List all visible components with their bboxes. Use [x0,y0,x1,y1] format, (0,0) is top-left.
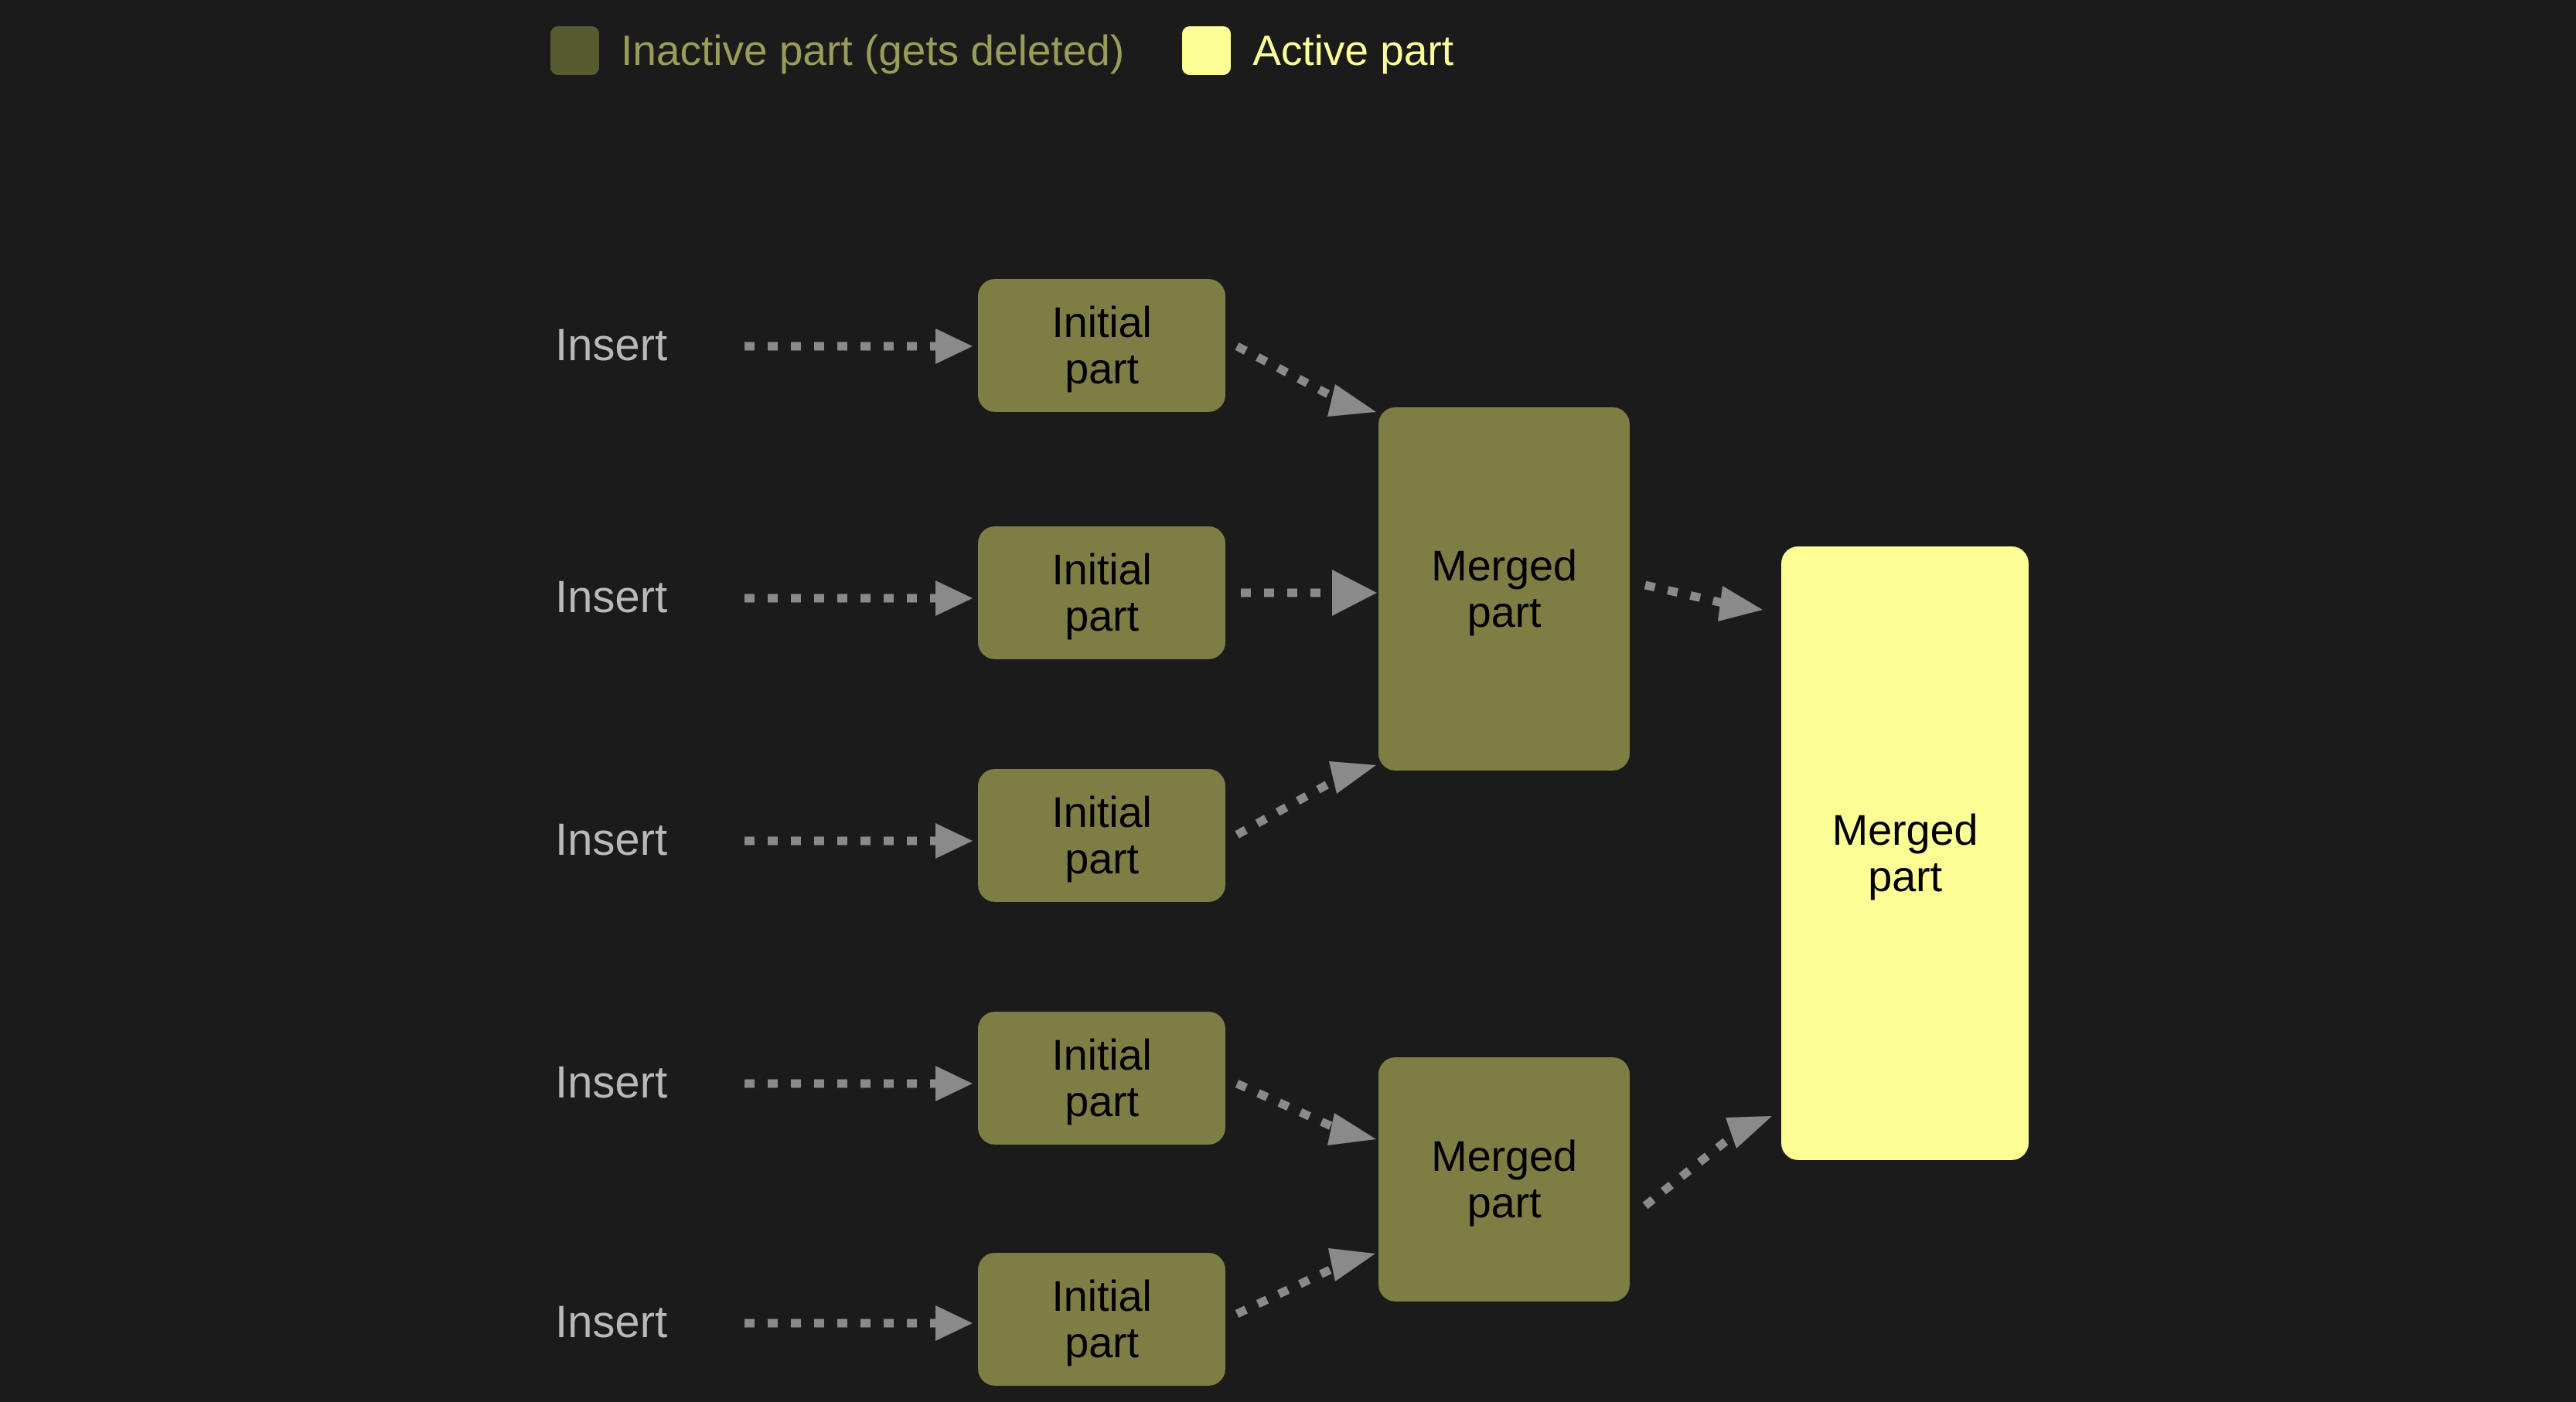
initial-part-line2-5: part [1065,1318,1139,1366]
initial-part-node-3[interactable]: Initial part [978,769,1225,902]
initial-part-line1-4: Initial [1051,1029,1152,1079]
final-merged-part-line1: Merged [1831,805,1978,854]
initial-part-line1-5: Initial [1051,1271,1152,1320]
initial-part-line2-4: part [1065,1077,1139,1125]
legend-label-active: Active part [1252,26,1454,74]
initial-part-label-5: Initial part [1047,1271,1156,1366]
merged-part-line2-bottom: part [1467,1178,1542,1227]
arrow-insert-to-initial-2 [745,580,973,616]
arrow-initial3-to-merged-top [1235,761,1376,839]
arrow-initial4-to-merged-bottom [1235,1079,1376,1145]
arrow-merged-top-to-final [1644,580,1763,621]
final-merged-part-label: Merged part [1828,805,1983,900]
active-part-swatch-icon [1182,26,1232,75]
legend-item-active: Active part [1182,26,1453,75]
merged-part-label-bottom: Merged part [1426,1131,1582,1227]
initial-part-line2-1: part [1065,344,1139,393]
insert-label-5: Insert [555,1297,668,1347]
arrow-insert-to-initial-4 [745,1066,973,1101]
initial-part-label-2: Initial part [1047,546,1156,640]
initial-part-label-4: Initial part [1047,1029,1156,1125]
initial-part-node-4[interactable]: Initial part [978,1012,1225,1145]
insert-label-2: Insert [555,572,668,622]
merged-part-node-top[interactable]: Merged part [1378,407,1630,771]
initial-part-line1-3: Initial [1051,787,1152,836]
initial-part-line1-2: Initial [1051,544,1152,594]
final-merged-part-node[interactable]: Merged part [1781,546,2029,1160]
merged-part-line1-top: Merged [1431,540,1577,590]
initial-part-label-3: Initial part [1047,787,1156,883]
legend-label-inactive: Inactive part (gets deleted) [621,26,1125,74]
arrow-initial2-to-merged-top [1241,570,1377,616]
arrow-initial1-to-merged-top [1235,342,1376,417]
arrow-insert-to-initial-1 [745,328,973,364]
initial-part-line2-2: part [1065,591,1139,640]
merged-part-label-top: Merged part [1426,540,1582,636]
initial-part-node-2[interactable]: Initial part [978,526,1225,659]
initial-part-node-5[interactable]: Initial part [978,1253,1225,1386]
merged-part-line1-bottom: Merged [1431,1131,1577,1180]
inactive-part-swatch-icon [550,26,599,75]
arrow-initial5-to-merged-bottom [1235,1248,1375,1318]
merged-part-line2-top: part [1467,587,1542,636]
merged-part-node-bottom[interactable]: Merged part [1378,1057,1630,1302]
initial-part-line2-3: part [1065,834,1139,883]
insert-label-3: Insert [555,815,668,865]
initial-part-node-1[interactable]: Initial part [978,279,1225,412]
legend-item-inactive: Inactive part (gets deleted) [550,26,1124,75]
arrow-insert-to-initial-5 [745,1305,973,1341]
arrow-insert-to-initial-3 [745,823,973,859]
arrow-merged-bottom-to-final [1642,1116,1772,1210]
initial-part-line1-1: Initial [1051,297,1152,346]
legend: Inactive part (gets deleted) Active part [550,26,1453,75]
final-merged-part-line2: part [1868,852,1942,900]
insert-label-1: Insert [555,320,668,370]
initial-part-label-1: Initial part [1047,297,1156,393]
insert-label-4: Insert [555,1057,668,1108]
